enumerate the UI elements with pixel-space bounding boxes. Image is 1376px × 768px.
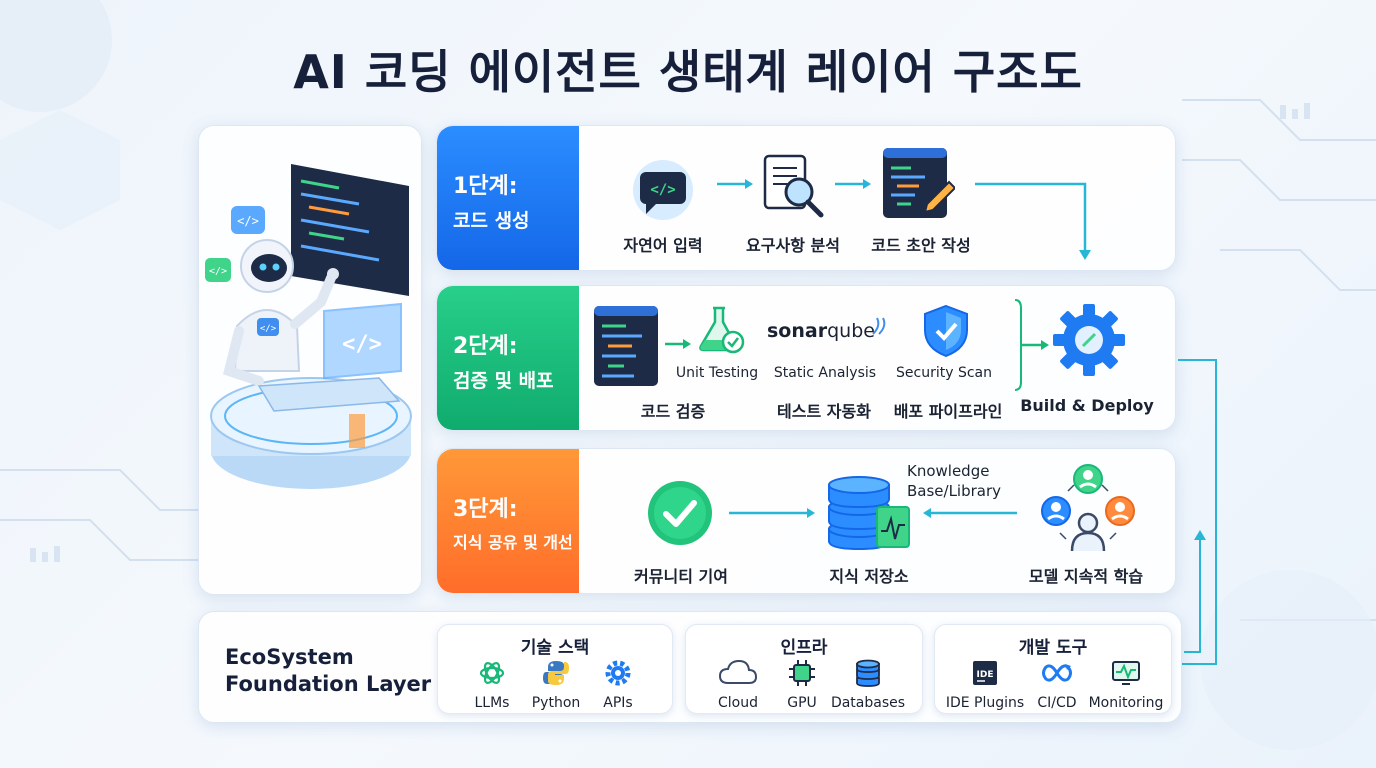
svg-text:</>: </> xyxy=(260,324,277,334)
openai-knot-icon xyxy=(479,662,505,684)
chip-icon xyxy=(789,660,815,686)
node-code-draft xyxy=(881,146,957,224)
database-icon xyxy=(856,659,880,687)
svg-text:</>: </> xyxy=(209,266,227,277)
stage-3-name: 지식 공유 및 개선 xyxy=(453,533,573,552)
knowledge-base-label: Knowledge Base/Library xyxy=(907,462,1002,500)
code-editor-pencil-icon xyxy=(883,148,957,218)
step-knowledge-store: 지식 저장소 xyxy=(829,567,909,586)
tool-unit-testing: Unit Testing xyxy=(675,365,759,381)
item-databases: Databases xyxy=(826,659,910,711)
item-monitoring: Monitoring xyxy=(1083,659,1169,711)
item-python: Python xyxy=(516,659,596,711)
item-gpu: GPU xyxy=(762,659,842,711)
code-window-icon xyxy=(594,306,658,386)
robot-illustration-card: </> </> </> </> xyxy=(198,125,422,595)
foundation-group-dev-tools: 개발 도구 IDE IDE Plugins CI/CD Monitoring xyxy=(934,624,1172,714)
arrow-right-icon xyxy=(729,508,815,518)
sonarqube-logo-sonar: sonar xyxy=(767,320,828,342)
node-code-verification xyxy=(591,304,661,392)
node-build-deploy xyxy=(1049,302,1129,382)
step-deploy-pipeline: 배포 파이프라인 xyxy=(893,402,1003,421)
arrow-down-turn-icon xyxy=(975,182,1091,260)
node-model-learning xyxy=(1033,461,1143,557)
step-build-deploy: Build & Deploy xyxy=(1020,396,1154,415)
step-test-automation: 테스트 자동화 xyxy=(777,402,871,421)
item-cloud: Cloud xyxy=(698,659,778,711)
arrow-right-icon xyxy=(717,179,753,189)
cloud-icon xyxy=(718,659,758,684)
item-ide-plugins: IDE IDE Plugins xyxy=(945,659,1025,711)
ide-badge-text: IDE xyxy=(977,670,994,680)
foundation-group-infra: 인프라 Cloud GPU xyxy=(685,624,923,714)
stage-2-number: 2단계: xyxy=(453,334,518,359)
stage-1-card: 1단계: 코드 생성 </> 자연어 입력 요구사항 분석 xyxy=(436,125,1176,271)
arrow-left-icon xyxy=(923,508,1017,518)
stage-2-name: 검증 및 배포 xyxy=(453,370,554,392)
shield-check-icon xyxy=(924,304,968,358)
item-apis: APIs xyxy=(578,659,658,711)
stage-3-tab: 3단계: 지식 공유 및 개선 xyxy=(437,449,579,593)
stage-1-name: 코드 생성 xyxy=(453,210,530,232)
feedback-loop-arrow-icon xyxy=(1178,359,1217,665)
step-code-verification: 코드 검증 xyxy=(640,402,706,421)
sonarqube-logo-qube: qube xyxy=(827,320,875,342)
node-security-scan xyxy=(921,304,971,362)
team-users-icon xyxy=(1041,464,1135,552)
item-llms: LLMs xyxy=(452,659,532,711)
svg-text:</>: </> xyxy=(342,332,382,357)
svg-text:</>: </> xyxy=(650,182,675,198)
api-gear-icon xyxy=(605,660,631,686)
python-logo-icon xyxy=(543,661,569,685)
sonar-waves-icon xyxy=(872,317,886,335)
flask-check-icon xyxy=(699,306,745,354)
arrow-right-icon xyxy=(835,179,871,189)
bracket-arrow-icon xyxy=(1014,299,1049,391)
sonarqube-logo: sonarqube xyxy=(767,317,887,342)
node-natural-language-input: </> xyxy=(623,160,703,226)
stage-1-number: 1단계: xyxy=(453,174,518,199)
stage-1-tab: 1단계: 코드 생성 xyxy=(437,126,579,270)
stage-3-card: 3단계: 지식 공유 및 개선 커뮤니티 기여 지 xyxy=(436,448,1176,594)
tool-static-analysis: Static Analysis xyxy=(773,365,877,381)
robot-coder-illustration: </> </> </> </> xyxy=(205,164,412,489)
document-search-icon xyxy=(763,154,824,218)
tool-security-scan: Security Scan xyxy=(896,365,992,381)
group-title: 인프라 xyxy=(780,638,828,658)
step-natural-language-input: 자연어 입력 xyxy=(623,236,703,255)
gear-icon xyxy=(1053,304,1125,376)
node-requirements-analysis xyxy=(759,152,829,224)
code-chat-icon: </> xyxy=(633,160,693,220)
page-title: AI 코딩 에이전트 생태계 레이어 구조도 xyxy=(293,45,1083,99)
item-ci-cd: CI/CD xyxy=(1017,659,1097,711)
stage-2-tab: 2단계: 검증 및 배포 xyxy=(437,286,579,430)
step-code-draft: 코드 초안 작성 xyxy=(871,236,971,255)
database-book-icon xyxy=(828,476,910,551)
node-community-contribution xyxy=(645,479,715,551)
foundation-layer-card: EcoSystem Foundation Layer 기술 스택 LLMs Py… xyxy=(198,611,1182,723)
group-title: 개발 도구 xyxy=(1018,638,1088,658)
node-unit-testing xyxy=(695,304,745,358)
step-community-contribution: 커뮤니티 기여 xyxy=(634,567,728,586)
foundation-group-tech-stack: 기술 스택 LLMs Python xyxy=(437,624,673,714)
ide-badge-icon: IDE xyxy=(973,661,997,685)
step-model-learning: 모델 지속적 학습 xyxy=(1028,567,1144,586)
svg-text:</>: </> xyxy=(237,214,259,228)
stage-2-card: 2단계: 검증 및 배포 Unit Testing xyxy=(436,285,1176,431)
arrow-right-icon xyxy=(665,339,691,349)
check-circle-icon xyxy=(648,481,712,545)
node-knowledge-store xyxy=(825,469,911,557)
stage-3-number: 3단계: xyxy=(453,497,518,522)
cicd-loop-icon xyxy=(1042,664,1072,682)
group-title: 기술 스택 xyxy=(520,638,590,658)
foundation-title: EcoSystem Foundation Layer xyxy=(225,645,432,696)
step-requirements-analysis: 요구사항 분석 xyxy=(746,236,840,255)
monitor-pulse-icon xyxy=(1112,661,1140,685)
